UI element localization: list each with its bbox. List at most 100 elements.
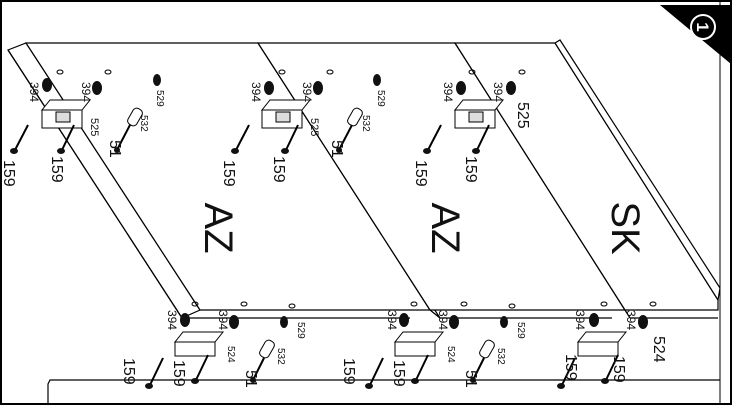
label-screw-a: 159 [120,358,137,385]
label-dowel: 394 [27,82,41,102]
label-bolt: 51 [462,370,479,388]
label-cam: 394 [79,82,93,102]
label-screw-a: 159 [412,160,429,187]
label-cam: 394 [436,310,450,330]
label-pin: 529 [154,90,165,107]
hardware-group-bottom-1 [145,301,296,389]
label-bracket: 524 [225,346,236,363]
step-number: 1 [693,22,712,31]
label-pin: 529 [515,322,526,339]
screw-icon [365,357,384,389]
dowel-icon [589,301,608,327]
bracket-icon [393,331,445,357]
sleeve-icon [347,107,363,127]
label-bracket: 525 [514,102,531,129]
label-sleeve: 532 [138,115,149,132]
dowel-icon [399,301,418,327]
bolt-icon [336,124,353,153]
label-dowel: 394 [573,310,587,330]
label-dowel: 394 [441,82,455,102]
bracket-icon [173,331,225,357]
label-pin: 529 [295,322,306,339]
sleeve-icon [259,339,275,359]
screw-icon [57,124,75,154]
bolt-icon [114,124,131,153]
label-bracket: 525 [88,118,100,136]
panel-letter-middle: AZ [423,202,467,253]
panel-sk-right [453,39,721,319]
screw-icon [557,357,576,389]
label-dowel: 394 [385,310,399,330]
label-dowel: 394 [249,82,263,102]
label-bolt: 51 [242,370,259,388]
hardware-group-top-1 [10,69,161,154]
cam-icon [506,69,526,95]
screw-icon [231,124,250,154]
panel-letter-left: AZ [196,202,240,253]
hardware-group-bottom-2 [365,301,516,389]
step-badge: 1 [660,5,731,64]
label-cam: 394 [624,310,638,330]
label-bracket: 524 [445,346,456,363]
screw-icon [10,124,29,154]
dowel-icon [456,69,476,95]
screw-icon [281,124,299,154]
pin-icon [280,303,296,328]
dowel-icon [180,301,199,327]
sleeve-icon [127,107,143,127]
label-sleeve: 532 [360,115,371,132]
label-screw-a: 159 [0,160,17,187]
screw-icon [601,354,619,384]
label-screw-a: 159 [340,358,357,385]
bracket-icon [260,99,312,129]
hardware-group-top-3 [423,69,526,154]
dowel-icon [264,69,286,95]
bolt-icon [250,357,265,383]
pin-icon [500,303,516,328]
bracket-icon [576,331,628,357]
label-screw-a: 159 [220,160,237,187]
label-screw-b: 159 [48,156,65,183]
panel-letter-right: SK [603,201,647,255]
cam-icon [229,301,248,329]
label-screw-b: 159 [610,356,627,383]
label-cam: 394 [300,82,314,102]
label-screw-a: 159 [562,354,579,381]
cam-icon [449,301,468,329]
hardware-group-bottom-3 [557,301,657,389]
screw-icon [423,124,442,154]
pin-icon [153,74,161,86]
label-pin: 529 [375,90,386,107]
cam-icon [638,301,657,329]
label-screw-b: 159 [462,156,479,183]
label-screw-b: 159 [170,360,187,387]
screw-icon [191,354,209,384]
cam-icon [313,69,334,95]
label-bolt: 51 [328,140,345,158]
next-step-box [47,379,720,404]
pin-icon [373,74,381,86]
label-bolt: 51 [106,140,123,158]
sleeve-icon [479,339,495,359]
hardware-group-top-2 [231,69,381,154]
label-screw-b: 159 [270,156,287,183]
screw-icon [145,357,164,389]
cam-icon [92,69,112,95]
bracket-icon [40,99,92,129]
dowel-icon [42,69,64,92]
panel-az-middle [256,42,627,319]
label-dowel: 394 [165,310,179,330]
label-bracket: 524 [650,336,667,363]
label-sleeve: 532 [275,348,286,365]
screw-icon [411,354,429,384]
label-sleeve: 532 [495,348,506,365]
screw-icon [472,124,490,154]
label-bracket: 525 [308,118,320,136]
bolt-icon [470,357,485,383]
label-screw-b: 159 [390,360,407,387]
label-cam: 394 [491,82,505,102]
label-cam: 394 [216,310,230,330]
bracket-icon [453,99,505,129]
